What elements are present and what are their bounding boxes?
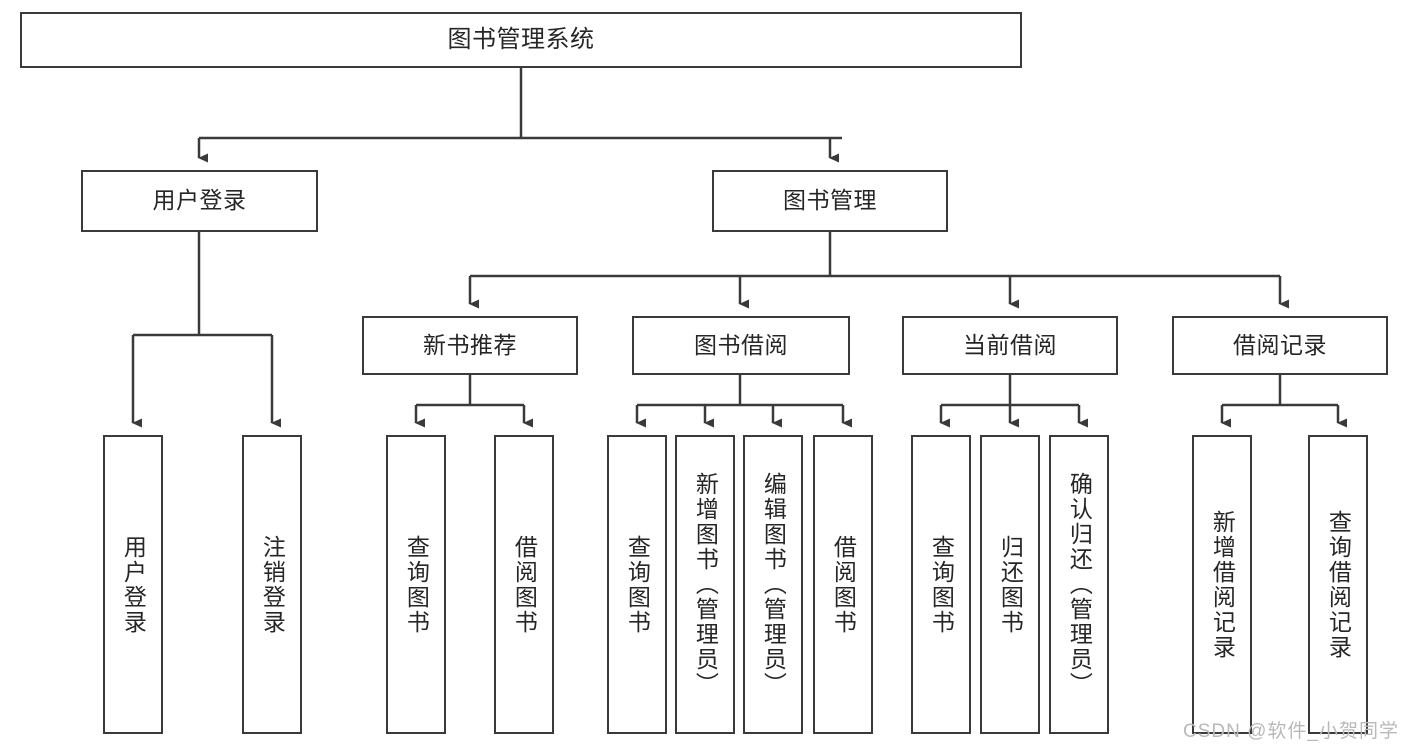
leaf-borrow-book-2[interactable]: 借阅图书 (813, 435, 873, 734)
leaf-edit-book-label: 编辑图书（管理员） (760, 472, 787, 697)
leaf-query-record[interactable]: 查询借阅记录 (1308, 435, 1368, 734)
leaf-user-logout-label: 注销登录 (259, 534, 286, 635)
leaf-query-book-1-label: 查询图书 (403, 534, 430, 635)
leaf-query-book-3-label: 查询图书 (928, 534, 955, 635)
csdn-watermark: CSDN @软件_小贺同学 (1183, 721, 1399, 742)
leaf-query-record-label: 查询借阅记录 (1325, 509, 1352, 660)
node-root-label: 图书管理系统 (447, 25, 595, 53)
leaf-add-book-label: 新增图书（管理员） (692, 472, 719, 697)
leaf-borrow-book-1[interactable]: 借阅图书 (494, 435, 554, 734)
node-root[interactable]: 图书管理系统 (20, 12, 1022, 68)
leaf-confirm-return-label: 确认归还（管理员） (1066, 472, 1093, 697)
leaf-add-record-label: 新增借阅记录 (1209, 509, 1236, 660)
leaf-confirm-return[interactable]: 确认归还（管理员） (1049, 435, 1109, 734)
leaf-user-logout[interactable]: 注销登录 (242, 435, 302, 734)
leaf-return-book-label: 归还图书 (997, 534, 1024, 635)
leaf-user-login-label: 用户登录 (120, 534, 147, 635)
leaf-query-book-2-label: 查询图书 (624, 534, 651, 635)
leaf-query-book-2[interactable]: 查询图书 (607, 435, 667, 734)
leaf-borrow-book-2-label: 借阅图书 (830, 534, 857, 635)
leaf-query-book-1[interactable]: 查询图书 (386, 435, 446, 734)
leaf-user-login[interactable]: 用户登录 (103, 435, 163, 734)
node-borrow-record[interactable]: 借阅记录 (1172, 316, 1388, 375)
node-current-borrow-label: 当前借阅 (963, 331, 1057, 358)
node-current-borrow[interactable]: 当前借阅 (902, 316, 1118, 375)
leaf-return-book[interactable]: 归还图书 (980, 435, 1040, 734)
node-book-management[interactable]: 图书管理 (712, 170, 948, 232)
node-user-login[interactable]: 用户登录 (81, 170, 318, 232)
node-new-book-recommend-label: 新书推荐 (423, 331, 517, 358)
leaf-borrow-book-1-label: 借阅图书 (511, 534, 538, 635)
node-new-book-recommend[interactable]: 新书推荐 (362, 316, 578, 375)
leaf-add-book[interactable]: 新增图书（管理员） (675, 435, 735, 734)
node-borrow-record-label: 借阅记录 (1233, 331, 1327, 358)
leaf-add-record[interactable]: 新增借阅记录 (1192, 435, 1252, 734)
node-book-borrow-label: 图书借阅 (694, 331, 788, 358)
node-book-borrow[interactable]: 图书借阅 (632, 316, 850, 375)
leaf-query-book-3[interactable]: 查询图书 (911, 435, 971, 734)
node-user-login-label: 用户登录 (152, 187, 247, 214)
node-book-management-label: 图书管理 (783, 187, 877, 214)
leaf-edit-book[interactable]: 编辑图书（管理员） (743, 435, 803, 734)
